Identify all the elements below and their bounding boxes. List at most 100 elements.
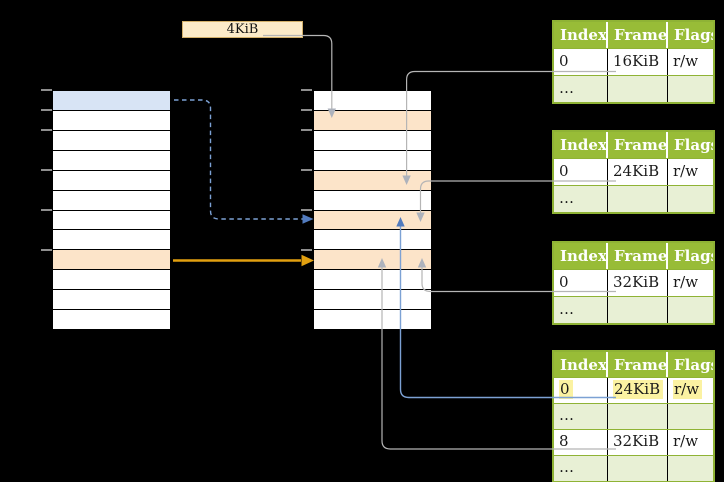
table-row: 0 24KiB r/w (554, 157, 713, 185)
frame-row (314, 270, 431, 291)
memory-row (53, 290, 170, 311)
frame-row-used (314, 170, 431, 191)
col-header-frame: Frame (608, 22, 668, 48)
col-header-flags: Flags (674, 135, 713, 154)
col-header-frame: Frame (608, 352, 668, 377)
col-header-flags: Flags (674, 246, 713, 265)
cell-flags (668, 456, 713, 481)
table-row-ellipsis: … (554, 295, 713, 323)
col-header-flags: Flags (674, 26, 713, 44)
address-tick (301, 89, 312, 91)
cell-frame: 32KiB (608, 430, 668, 455)
memory-row (53, 131, 170, 151)
address-tick (301, 249, 312, 251)
highlight-index: 0 (559, 380, 573, 399)
address-tick (301, 109, 312, 111)
cell-index: 0 (554, 158, 608, 185)
frame-row-used (314, 210, 431, 231)
table-row-ellipsis: … (554, 184, 713, 212)
cell-frame (608, 296, 668, 323)
cell-flags: r/w (673, 432, 699, 450)
address-tick (41, 169, 52, 171)
frame-row (314, 191, 431, 211)
cell-flags (668, 404, 713, 429)
memory-row-selected-peach (53, 250, 170, 271)
highlight-flags: r/w (673, 380, 703, 399)
address-tick (301, 129, 312, 131)
page-table-2-header: Index Frame Flags (554, 131, 713, 158)
cell-frame: 16KiB (608, 49, 668, 75)
memory-row (53, 270, 170, 291)
address-tick (301, 209, 312, 211)
page-table-3-header: Index Frame Flags (554, 242, 713, 269)
memory-row (53, 191, 170, 211)
cell-frame: 24KiB (608, 378, 668, 403)
page-table-3: Index Frame Flags 0 32KiB r/w … (552, 240, 715, 325)
cell-flags (668, 186, 713, 212)
frame-row (314, 310, 431, 329)
page-table-1: Index Frame Flags 0 16KiB r/w … (552, 20, 715, 104)
cell-index: … (554, 456, 608, 481)
cell-frame: 24KiB (608, 158, 668, 185)
page-table-1-header: Index Frame Flags (554, 22, 713, 48)
cell-index: … (554, 185, 608, 212)
cell-flags (668, 297, 713, 323)
memory-row (53, 230, 170, 251)
address-tick (41, 249, 52, 251)
frame-row (314, 91, 431, 111)
col-header-index: Index (554, 242, 608, 269)
page-table-2: Index Frame Flags 0 24KiB r/w … (552, 129, 715, 214)
col-header-index: Index (554, 352, 608, 377)
virtual-memory-table (52, 90, 171, 330)
address-tick (41, 209, 52, 211)
cell-index: 0 (554, 378, 608, 403)
table-row-ellipsis: … (554, 403, 713, 429)
frame-row-used (314, 110, 431, 131)
cell-flags: r/w (673, 52, 699, 70)
memory-row (53, 151, 170, 171)
cell-flags (668, 76, 713, 102)
address-tick (301, 169, 312, 171)
cell-index: 8 (554, 430, 608, 455)
table-row-ellipsis: … (554, 455, 713, 481)
col-header-frame: Frame (608, 131, 668, 158)
cell-flags: r/w (673, 161, 699, 180)
cell-frame (608, 76, 668, 102)
cell-flags: r/w (668, 378, 713, 403)
cell-frame (608, 185, 668, 212)
physical-memory-table (313, 90, 432, 330)
cell-index: 0 (554, 269, 608, 296)
address-tick (41, 89, 52, 91)
frame-row-used (314, 250, 431, 271)
memory-row-selected-blue (53, 91, 170, 111)
frame-row (314, 151, 431, 171)
frame-row (314, 230, 431, 251)
table-row-highlighted: 0 24KiB r/w (554, 377, 713, 403)
col-header-frame: Frame (608, 242, 668, 269)
cell-index: 0 (554, 49, 608, 75)
frame-row (314, 131, 431, 151)
page-size-label: 4KiB (182, 21, 303, 38)
table-row: 0 32KiB r/w (554, 268, 713, 296)
highlight-frame: 24KiB (613, 380, 664, 399)
col-header-index: Index (554, 131, 608, 158)
memory-row (53, 111, 170, 131)
cell-index: … (554, 76, 608, 102)
page-table-4: Index Frame Flags 0 24KiB r/w … 8 32KiB … (552, 350, 715, 482)
cell-frame (608, 456, 668, 481)
cell-frame (608, 404, 668, 429)
connector-virtual-to-physical-dashed (174, 99, 303, 220)
cell-frame: 32KiB (608, 269, 668, 296)
frame-row (314, 290, 431, 311)
memory-row (53, 171, 170, 191)
col-header-index: Index (554, 22, 608, 48)
memory-row (53, 211, 170, 231)
page-table-4-header: Index Frame Flags (554, 352, 713, 377)
cell-index: … (554, 296, 608, 323)
memory-row (53, 310, 170, 329)
table-row: 8 32KiB r/w (554, 429, 713, 455)
table-row-ellipsis: … (554, 75, 713, 102)
table-row: 0 16KiB r/w (554, 48, 713, 75)
cell-index: … (554, 404, 608, 429)
